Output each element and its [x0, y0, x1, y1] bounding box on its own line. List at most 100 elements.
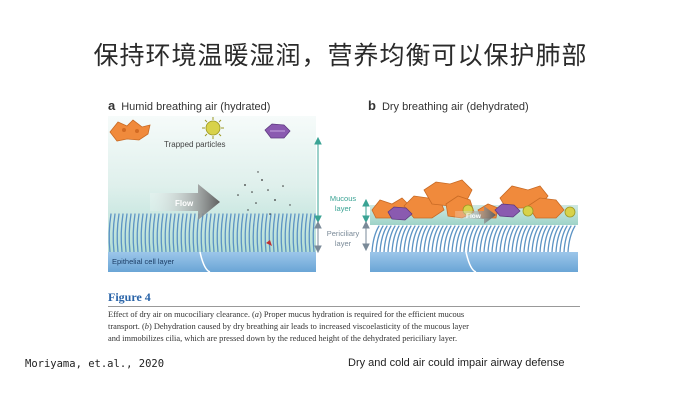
cilium [312, 213, 316, 253]
cilium [220, 213, 224, 253]
cilium [204, 213, 208, 253]
cilium [216, 213, 220, 253]
cilium [192, 213, 196, 253]
cilium [387, 225, 396, 253]
figure-caption-title: Figure 4 [108, 290, 151, 304]
trapped-particles-label: Trapped particles [164, 140, 226, 149]
cilium [547, 225, 556, 253]
mucociliary-figure: Trapped particles Flow Epithelial cell l… [108, 116, 578, 273]
cilium [535, 225, 544, 253]
cilium [411, 225, 420, 253]
cilium [391, 225, 400, 253]
cilium [272, 213, 276, 253]
flow-arrow [150, 184, 220, 220]
cilium [160, 213, 164, 253]
cilium [232, 213, 236, 253]
periciliary-label-2: layer [335, 239, 352, 248]
cilium [531, 225, 540, 253]
cilium [244, 213, 248, 253]
cilium [208, 213, 212, 253]
cilium [415, 225, 424, 253]
cilium [443, 225, 452, 253]
citation: Moriyama, et.al., 2020 [25, 358, 165, 370]
panel-b-purple-particles [387, 203, 521, 221]
cilium [200, 213, 204, 253]
cilium [112, 213, 116, 253]
cilium [124, 213, 128, 253]
cilium [268, 213, 272, 253]
cell-border [199, 251, 211, 273]
red-particle [266, 240, 272, 246]
cilium [431, 225, 440, 253]
cilium [559, 225, 568, 253]
cilium [491, 225, 500, 253]
panel-a-epithelium [108, 252, 316, 272]
cilium [447, 225, 456, 253]
yellow-particle [202, 117, 224, 139]
cilium [120, 213, 124, 253]
cilium [383, 225, 392, 253]
caption-line-2: transport. (b) Dehydration caused by dry… [108, 322, 469, 331]
panel-b-epithelium [370, 252, 578, 272]
panel-b-orange-particles [371, 179, 565, 219]
cilium [539, 225, 548, 253]
cilium [168, 213, 172, 253]
cilium [503, 225, 512, 253]
cilium [212, 213, 216, 253]
cilium [519, 225, 528, 253]
cilium [236, 213, 240, 253]
cilium [264, 213, 268, 253]
cilium [487, 225, 496, 253]
flow-label: Flow [175, 199, 194, 208]
cilium [495, 225, 504, 253]
cell-border-b [465, 251, 477, 273]
cilium [563, 225, 572, 253]
cilium [256, 213, 260, 253]
purple-particle [264, 123, 291, 139]
panel-b-flow-label: Flow [466, 213, 482, 220]
cilium [479, 225, 488, 253]
caption-divider [108, 306, 580, 307]
cilium [435, 225, 444, 253]
cilium [304, 213, 308, 253]
cilium [228, 213, 232, 253]
cilium [515, 225, 524, 253]
cilium [144, 213, 148, 253]
orange-particle [109, 119, 151, 142]
cilium [300, 213, 304, 253]
cilium [288, 213, 292, 253]
cilium [132, 213, 136, 253]
cilium [152, 213, 156, 253]
panel-a-letter: a [108, 98, 116, 113]
mucous-label-1: Mucous [330, 194, 357, 203]
cilium [427, 225, 436, 253]
periciliary-label-1: Periciliary [327, 229, 360, 238]
cilium [280, 213, 284, 253]
panel-b-letter: b [368, 98, 376, 113]
mucus-dots [237, 171, 291, 215]
cilium [292, 213, 296, 253]
cilium [467, 225, 476, 253]
mucous-label-2: layer [335, 204, 352, 213]
panel-b-mucous-bracket [362, 198, 370, 224]
cilium [543, 225, 552, 253]
cilium [172, 213, 176, 253]
caption-line-1: Effect of dry air on mucociliary clearan… [108, 310, 465, 319]
cilium [455, 225, 464, 253]
cilium [419, 225, 428, 253]
note-text: Dry and cold air could impair airway def… [348, 357, 565, 369]
cilium [451, 225, 460, 253]
cilium [439, 225, 448, 253]
cilium [375, 225, 384, 253]
cilium [555, 225, 564, 253]
cilium [296, 213, 300, 253]
cilium [252, 213, 256, 253]
cilium [164, 213, 168, 253]
cilium [116, 213, 120, 253]
cilium [407, 225, 416, 253]
cilium [423, 225, 432, 253]
cilium [240, 213, 244, 253]
cilium [128, 213, 132, 253]
